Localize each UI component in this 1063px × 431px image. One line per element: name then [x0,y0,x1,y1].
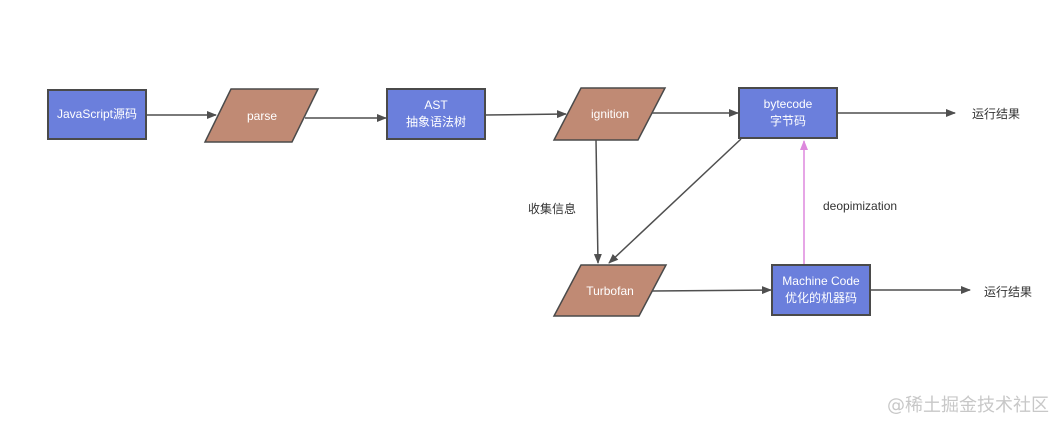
node-javascript-source-label: JavaScript源码 [56,107,138,121]
node-ast-label-line1: AST [424,98,448,112]
watermark-text: @稀土掘金技术社区 [887,395,1049,416]
edge-bytecode-to-turbofan [608,138,742,264]
node-ignition-label: ignition [591,107,629,121]
node-ast: AST 抽象语法树 [386,88,486,140]
node-machine-code-label-line2: 优化的机器码 [784,291,857,305]
result-label-top: 运行结果 [972,107,1021,121]
edge-ast-to-ignition [484,110,567,119]
node-machine-code-label-line1: Machine Code [782,274,860,288]
node-machine-code: Machine Code 优化的机器码 [771,264,871,316]
node-turbofan-label: Turbofan [586,284,634,298]
edge-label-collect-info: 收集信息 [528,202,577,216]
edge-label-deopt: deopimization [823,199,898,213]
node-javascript-source: JavaScript源码 [47,89,147,140]
node-parse-label: parse [247,109,277,123]
node-ast-label-line2: 抽象语法树 [405,115,466,129]
edge-turbofan-to-machine-code [651,286,772,295]
node-bytecode-label-line1: bytecode [763,97,813,111]
node-turbofan: Turbofan [552,264,668,317]
node-bytecode-label-line2: 字节码 [769,114,806,128]
node-ignition: ignition [552,87,667,141]
result-label-bottom: 运行结果 [984,285,1033,299]
edge-ignition-to-turbofan [593,139,602,264]
node-bytecode: bytecode 字节码 [738,87,838,139]
node-parse: parse [203,88,320,143]
